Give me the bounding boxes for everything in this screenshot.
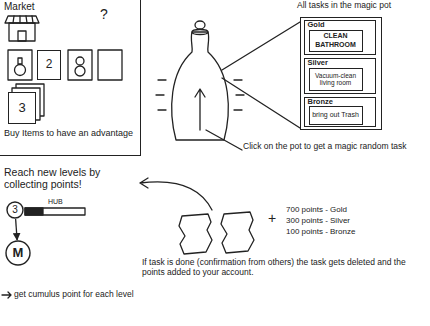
panel-title: Market [4, 1, 35, 13]
bullet-arrow [2, 292, 11, 298]
potion-neck [18, 58, 22, 64]
card-number: 2 [38, 51, 60, 79]
market-panel: Market? Buy Items to have an advantage 23 [0, 0, 141, 156]
card-number: 3 [9, 93, 35, 123]
task-card: bring out Trash [309, 106, 363, 125]
item-card [8, 50, 32, 80]
tier-section: SilverVacuum-clean living room [304, 58, 376, 94]
pot-handle [195, 21, 205, 29]
badge-letter: M [5, 240, 31, 266]
points-line: 700 points - Gold [286, 205, 347, 214]
pot-body [172, 32, 229, 140]
torn-paper [221, 212, 254, 253]
item-card [98, 50, 122, 80]
points-line: 100 points - Bronze [286, 227, 355, 236]
task-list: All tasks in the magic potGoldCLEAN BATH… [300, 17, 382, 130]
plus-sign: + [268, 210, 276, 226]
task-text: CLEAN BATHROOM [310, 31, 362, 51]
circle-outline [7, 202, 23, 218]
shop-wall [9, 23, 35, 41]
leader-line [206, 130, 242, 150]
card-stack-top: 3 [8, 92, 36, 124]
task-card: Vacuum-clean living room [309, 68, 363, 91]
pot-rim [192, 30, 208, 35]
progress [2, 208, 85, 298]
pot-note: Click on the pot to get a magic random t… [243, 142, 415, 152]
list-heading: All tasks in the magic pot [297, 1, 430, 11]
torn-paper [179, 214, 212, 254]
magic-pot [156, 21, 300, 150]
level-circle: 3 [6, 201, 24, 219]
awning-stripes [13, 16, 33, 23]
progress-bar [25, 208, 85, 215]
level-badge: M [5, 240, 31, 266]
tier-section: Bronzebring out Trash [304, 97, 376, 127]
click-arrow [195, 89, 205, 130]
task-text: bring out Trash [310, 107, 362, 124]
tier-section: GoldCLEAN BATHROOM [304, 20, 376, 55]
level-number: 3 [6, 201, 24, 219]
progress-fill [25, 208, 43, 215]
tier-name: Gold [308, 21, 325, 30]
flow-arrow [16, 219, 17, 240]
shop-awning [5, 16, 39, 23]
potion-bottle [15, 65, 26, 76]
shop-icon [5, 16, 39, 41]
question-mark: ? [100, 6, 108, 22]
panel-note: Buy Items to have an advantage [4, 128, 136, 138]
tier-name: Silver [308, 59, 328, 68]
zoom-lines [222, 22, 300, 128]
levels-note: Reach new levels by collecting points! [4, 166, 136, 190]
bar-label: HUB [48, 198, 63, 206]
task-text: Vacuum-clean living room [310, 69, 362, 90]
return-arrow [140, 178, 212, 210]
potion-bottom [75, 66, 85, 76]
done-note: If task is done (confirmation from other… [142, 258, 422, 278]
circle-outline [6, 241, 30, 265]
item-card: 2 [37, 50, 61, 80]
points-line: 300 points - Silver [286, 216, 350, 225]
shop-door [18, 31, 26, 41]
done-tasks [140, 178, 254, 254]
task-card: CLEAN BATHROOM [309, 30, 363, 52]
potion-top [76, 57, 84, 65]
item-card [68, 50, 92, 80]
levels-note: get cumulus point for each level [14, 290, 134, 300]
